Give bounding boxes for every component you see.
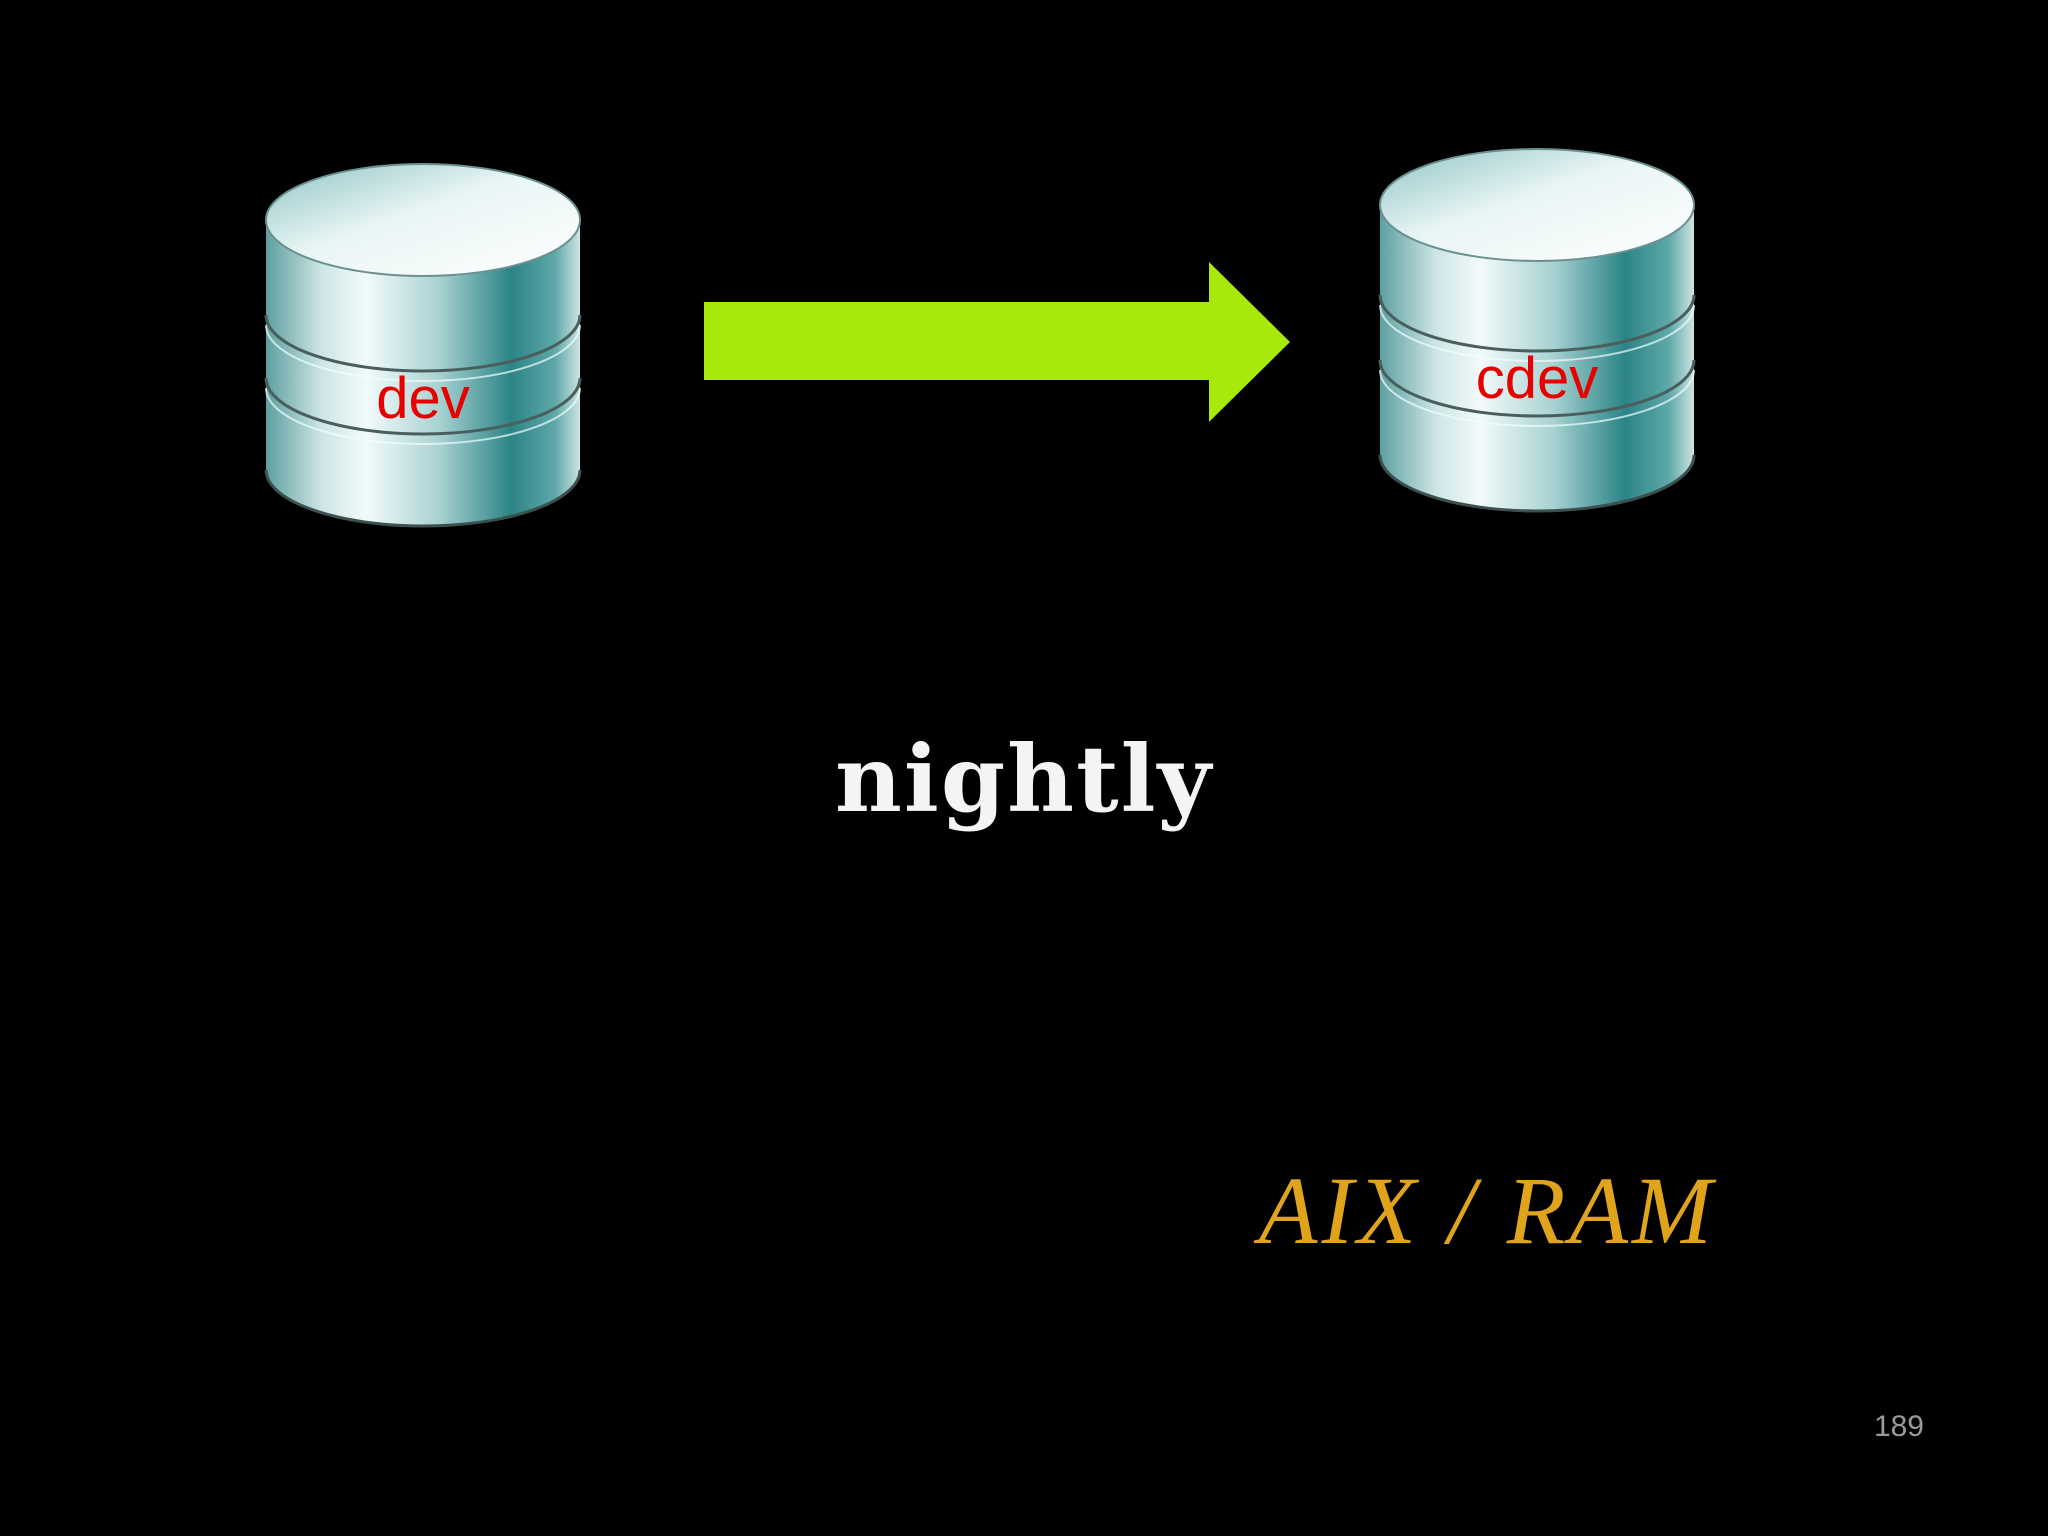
database-cylinder-icon: [1378, 148, 1696, 513]
database-cylinder-icon: [264, 163, 582, 528]
platform-text: AIX / RAM: [1258, 1157, 1716, 1264]
source-database-icon: dev: [258, 150, 588, 535]
target-database-icon: cdev: [1372, 135, 1702, 520]
target-db-label: cdev: [1475, 346, 1599, 411]
schedule-text: nightly: [835, 725, 1213, 833]
page-number: 189: [1873, 1410, 1924, 1443]
source-db-label: dev: [376, 366, 470, 431]
right-arrow-icon: [704, 262, 1290, 427]
